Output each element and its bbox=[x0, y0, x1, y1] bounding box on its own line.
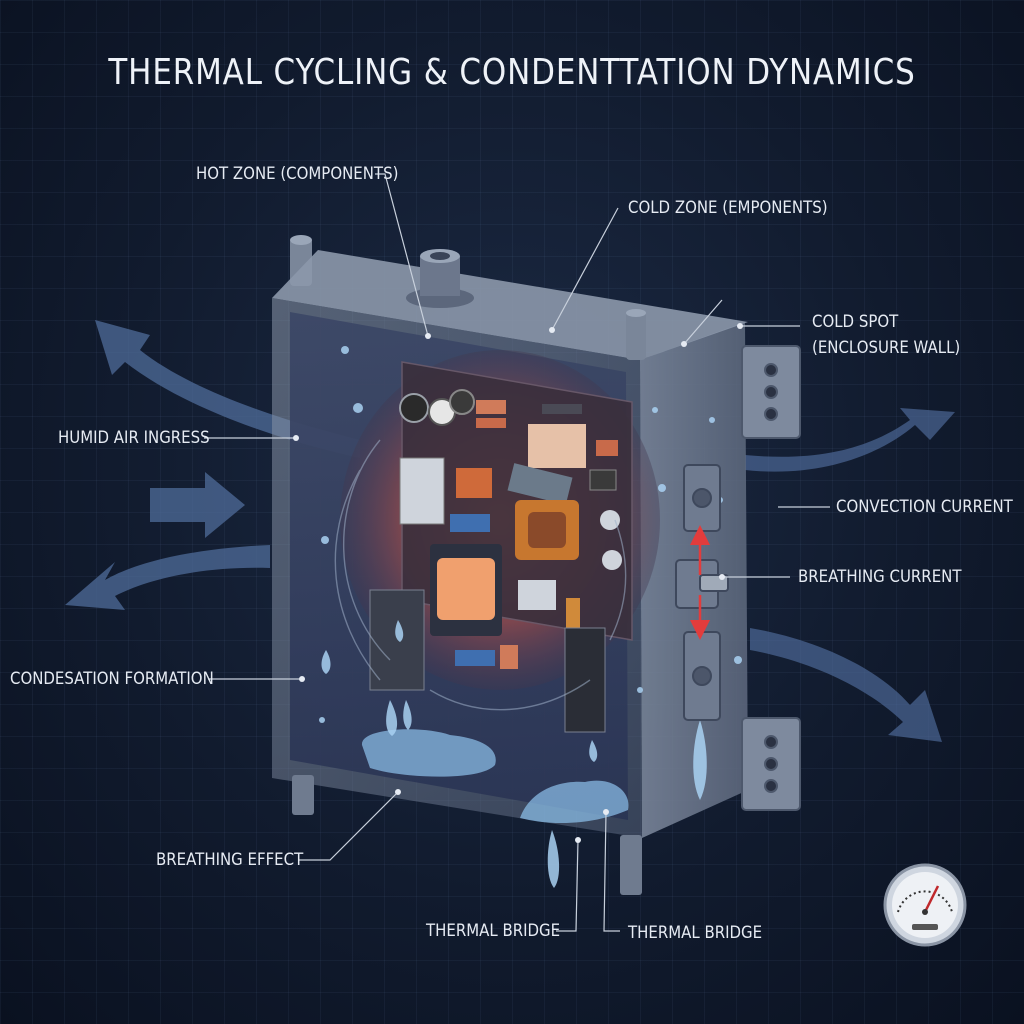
outflow-right-arrow bbox=[750, 628, 942, 742]
breathing-current-label: BREATHING CURRENT bbox=[798, 567, 962, 587]
water-pool-bottom bbox=[520, 780, 629, 824]
humid-air-ingress-label: HUMID AIR INGRESS bbox=[58, 428, 210, 448]
mounting-brackets bbox=[741, 345, 801, 811]
condensation-formation-label: CONDESATION FORMATION bbox=[10, 669, 214, 689]
hot-zone-label: HOT ZONE (COMPONENTS) bbox=[196, 164, 399, 184]
enclosure-feet bbox=[292, 775, 642, 895]
cold-zone-label: COLD ZONE (EMPONENTS) bbox=[628, 198, 828, 218]
leader-lines bbox=[204, 173, 830, 932]
outflow-arrow bbox=[65, 545, 270, 610]
thermometer-gauge-icon bbox=[883, 863, 967, 947]
thermal-bridge-left-label: THERMAL BRIDGE bbox=[426, 921, 561, 941]
thermal-bridge-right-label: THERMAL BRIDGE bbox=[628, 923, 763, 943]
convection-current-arrow bbox=[745, 408, 955, 472]
cable-gland bbox=[406, 249, 474, 308]
water-pool-left bbox=[361, 729, 496, 777]
inflow-arrow bbox=[150, 472, 245, 538]
breathing-effect-label: BREATHING EFFECT bbox=[156, 850, 304, 870]
page-title: THERMAL CYCLING & CONDENTTATION DYNAMICS bbox=[108, 52, 916, 93]
pcb-components bbox=[369, 389, 622, 733]
convection-current-label: CONVECTION CURRENT bbox=[836, 497, 1013, 517]
cold-spot-sublabel: (ENCLOSURE WALL) bbox=[812, 338, 961, 358]
leader-dots bbox=[293, 323, 743, 843]
convection-swirl bbox=[334, 439, 627, 711]
cold-spot-label: COLD SPOT bbox=[812, 312, 899, 332]
